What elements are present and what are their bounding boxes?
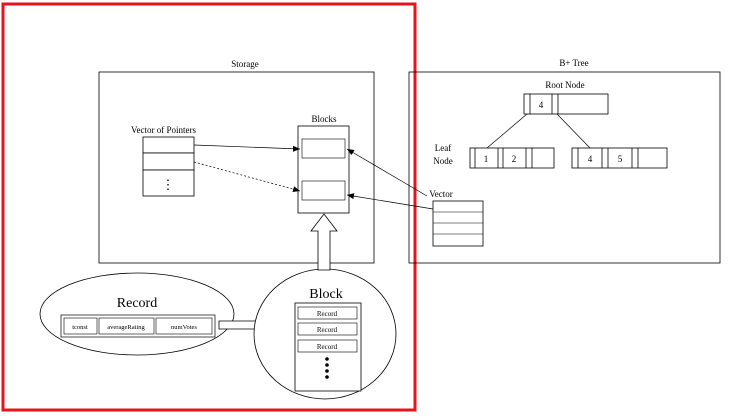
leaf-node-1: 1 2 [469, 147, 555, 169]
record-fields: tconst averageRating numVotes [60, 314, 216, 338]
leaf1-key2: 2 [512, 154, 517, 164]
vector-of-pointers: ⋮ [142, 136, 195, 197]
record-ellipse [39, 272, 235, 356]
record-field-1: tconst [72, 324, 88, 331]
block-slot-2 [301, 180, 346, 201]
bptree-panel [408, 71, 721, 264]
block-title: Block [309, 287, 342, 302]
vector-dots: ⋮ [162, 177, 175, 192]
leaf1-key1: 1 [484, 154, 489, 164]
block-ellipsis-dots [325, 357, 329, 379]
highlight-border [1, 2, 417, 412]
leaf2-key2: 5 [618, 154, 623, 164]
vector-to-block-arrow [346, 193, 434, 210]
leaf-node-2: 4 5 [571, 147, 668, 169]
record-title: Record [117, 296, 157, 311]
vector-of-pointers-label: Vector of Pointers [131, 125, 196, 135]
record-field-3: numVotes [171, 324, 197, 331]
root-node: 4 [523, 93, 609, 115]
record-field-1-box [63, 317, 98, 335]
pointer-arrow-2 [193, 161, 301, 193]
root-node-label: Root Node [545, 80, 584, 90]
root-to-leaf2 [556, 113, 591, 149]
leaf-node-label-line2: Node [433, 156, 453, 166]
block-row-2-box [297, 322, 358, 336]
record-field-3-box [155, 317, 213, 335]
block-row-1: Record [317, 310, 338, 318]
leaf-to-vector-arrow [346, 148, 428, 197]
block-row-3: Record [317, 343, 338, 351]
storage-panel [98, 71, 375, 264]
record-field-2: averageRating [107, 324, 145, 331]
block-record-list: Record Record Record [294, 302, 362, 392]
pointer-arrow-1 [193, 144, 301, 152]
root-to-leaf1 [486, 113, 528, 149]
leaf2-key1: 4 [588, 154, 593, 164]
vector-label: Vector [429, 189, 453, 199]
blocks-label: Blocks [311, 114, 336, 124]
leaf-node-label-line1: Leaf [435, 143, 451, 153]
bptree-vector [432, 200, 484, 247]
bptree-title: B+ Tree [559, 58, 588, 68]
storage-title: Storage [231, 59, 259, 69]
block-slot-1 [301, 138, 346, 159]
root-key: 4 [539, 100, 544, 110]
block-row-1-box [297, 306, 358, 320]
block-row-3-box [297, 339, 358, 353]
block-row-2: Record [317, 326, 338, 334]
record-field-2-box [98, 317, 155, 335]
block-to-blocks-arrow [310, 213, 338, 271]
blocks-stack [297, 125, 350, 214]
